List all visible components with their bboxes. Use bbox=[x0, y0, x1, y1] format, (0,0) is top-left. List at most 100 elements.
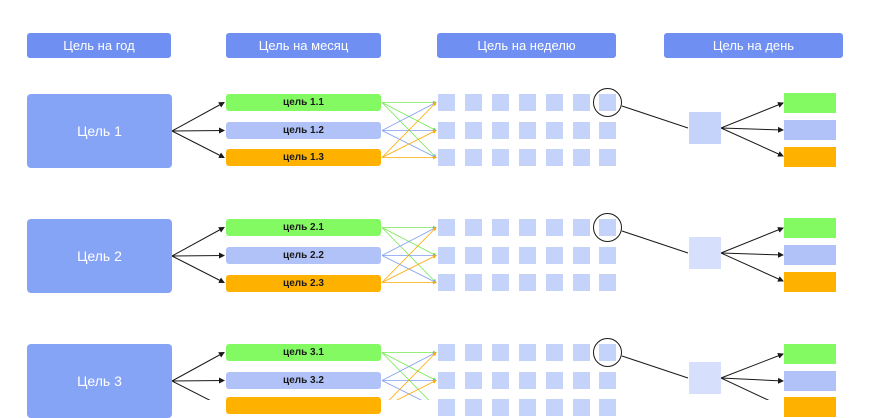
week-square bbox=[465, 372, 482, 389]
day-to-result-arrow bbox=[720, 377, 784, 384]
week-square bbox=[599, 372, 616, 389]
week-square bbox=[599, 247, 616, 264]
week-square bbox=[573, 219, 590, 236]
week-square bbox=[573, 247, 590, 264]
week-square bbox=[519, 122, 536, 139]
week-square bbox=[438, 247, 455, 264]
month-to-week-arrow bbox=[396, 380, 437, 400]
week-square bbox=[438, 274, 455, 291]
week-square bbox=[546, 274, 563, 291]
header-day-goal: Цель на день bbox=[664, 33, 843, 58]
header-year-goal: Цель на год bbox=[27, 33, 171, 58]
week-square bbox=[492, 344, 509, 361]
week-to-day-line bbox=[621, 230, 689, 254]
year-to-month-arrow bbox=[171, 227, 225, 257]
week-square bbox=[546, 122, 563, 139]
month-to-week-arrow bbox=[381, 255, 437, 283]
highlight-circle bbox=[593, 213, 622, 242]
day-to-result-arrow bbox=[720, 252, 784, 282]
header-week-goal: Цель на неделю bbox=[437, 33, 616, 58]
week-square bbox=[599, 94, 616, 111]
day-to-result-arrow bbox=[720, 127, 784, 157]
month-to-week-arrow bbox=[381, 352, 437, 381]
month-to-week-arrow bbox=[381, 380, 422, 400]
highlight-circle bbox=[593, 88, 622, 117]
month-to-week-arrow bbox=[381, 226, 437, 283]
year-to-month-arrow bbox=[171, 255, 225, 283]
day-to-result-arrow bbox=[720, 377, 770, 400]
week-square bbox=[492, 399, 509, 416]
day-result-3-green bbox=[784, 344, 836, 364]
year-to-month-arrow bbox=[171, 380, 211, 400]
week-square bbox=[599, 149, 616, 166]
week-square bbox=[546, 372, 563, 389]
week-square bbox=[546, 149, 563, 166]
day-result-1-green bbox=[784, 93, 836, 113]
year-to-month-arrow bbox=[171, 252, 225, 259]
year-to-month-arrow bbox=[171, 102, 225, 132]
day-to-result-arrow bbox=[720, 102, 784, 129]
week-square bbox=[438, 344, 455, 361]
day-to-result-arrow bbox=[720, 126, 784, 133]
month-goal-2-3: цель 2.3 bbox=[226, 275, 381, 292]
month-goal-1-1: цель 1.1 bbox=[226, 94, 381, 111]
week-square bbox=[573, 344, 590, 361]
week-square bbox=[573, 399, 590, 416]
week-square bbox=[546, 219, 563, 236]
week-square bbox=[465, 122, 482, 139]
week-square bbox=[573, 94, 590, 111]
week-square bbox=[465, 274, 482, 291]
week-square bbox=[573, 122, 590, 139]
week-square bbox=[438, 122, 455, 139]
year-to-month-arrow bbox=[171, 127, 225, 134]
week-square bbox=[599, 399, 616, 416]
year-goal-1: Цель 1 bbox=[27, 94, 172, 168]
week-square bbox=[438, 399, 455, 416]
week-square bbox=[519, 344, 536, 361]
month-goal-1-2: цель 1.2 bbox=[226, 122, 381, 139]
week-square bbox=[492, 94, 509, 111]
day-result-2-orange bbox=[784, 272, 836, 292]
week-square bbox=[519, 149, 536, 166]
week-square bbox=[492, 149, 509, 166]
week-square bbox=[573, 372, 590, 389]
week-square bbox=[438, 149, 455, 166]
week-square bbox=[546, 399, 563, 416]
week-square bbox=[465, 149, 482, 166]
month-to-week-arrow bbox=[381, 101, 437, 158]
week-square bbox=[573, 274, 590, 291]
week-square bbox=[492, 219, 509, 236]
month-goal-3-2: цель 3.2 bbox=[226, 372, 381, 389]
day-to-result-arrow bbox=[720, 353, 784, 379]
week-square bbox=[465, 399, 482, 416]
week-square bbox=[465, 247, 482, 264]
goal-breakdown-diagram: Цель на год Цель на месяц Цель на неделю… bbox=[27, 33, 843, 418]
day-result-2-green bbox=[784, 218, 836, 238]
week-square bbox=[546, 344, 563, 361]
year-goal-2: Цель 2 bbox=[27, 219, 172, 293]
week-square bbox=[519, 94, 536, 111]
day-to-result-arrow bbox=[720, 251, 784, 258]
day-result-1-orange bbox=[784, 147, 836, 167]
highlight-circle bbox=[593, 338, 622, 367]
connector-lines bbox=[171, 88, 784, 400]
month-to-week-arrow bbox=[381, 130, 437, 158]
week-square bbox=[546, 94, 563, 111]
week-square bbox=[519, 247, 536, 264]
week-square bbox=[519, 372, 536, 389]
week-square bbox=[546, 247, 563, 264]
week-square bbox=[465, 344, 482, 361]
header-month-goal: Цель на месяц bbox=[226, 33, 381, 58]
month-goal-3-1: цель 3.1 bbox=[226, 344, 381, 361]
week-square bbox=[599, 122, 616, 139]
month-to-week-arrow bbox=[381, 102, 437, 131]
month-goal-1-3: цель 1.3 bbox=[226, 149, 381, 166]
week-square bbox=[599, 219, 616, 236]
year-to-month-arrow bbox=[171, 130, 225, 158]
week-square bbox=[599, 274, 616, 291]
week-square bbox=[438, 372, 455, 389]
year-goal-3: Цель 3 bbox=[27, 344, 172, 418]
month-goal-2-2: цель 2.2 bbox=[226, 247, 381, 264]
week-square bbox=[492, 274, 509, 291]
week-square bbox=[438, 94, 455, 111]
